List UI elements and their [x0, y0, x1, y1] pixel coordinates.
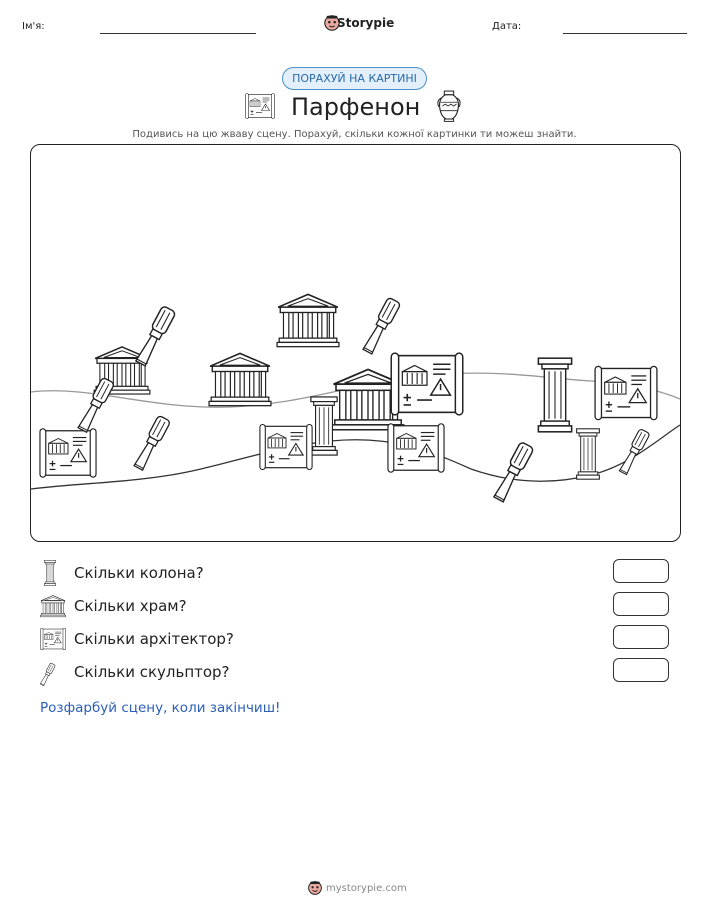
chisel-2 [360, 296, 402, 356]
chisel-icon [39, 660, 60, 688]
name-label: Ім'я: [22, 21, 45, 32]
blueprint-1 [39, 428, 97, 478]
coloring-note: Розфарбуй сцену, коли закінчиш! [40, 700, 281, 716]
blueprint-icon [40, 627, 66, 651]
name-line[interactable] [100, 33, 256, 34]
blueprint-5 [594, 365, 658, 421]
column-3 [575, 428, 601, 480]
amphora-icon [435, 90, 463, 122]
column-icon [40, 560, 60, 586]
question-sculptor: Скільки скульптор? [74, 663, 230, 681]
footer-logo-icon [307, 880, 323, 896]
question-architect: Скільки архітектор? [74, 630, 234, 648]
chisel-6 [617, 427, 651, 476]
column-2 [537, 357, 573, 433]
badge-row: ПОРАХУЙ НА КАРТИНІ [0, 67, 709, 90]
question-column: Скільки колона? [74, 564, 204, 582]
answer-box-architect[interactable] [613, 625, 669, 649]
date-line[interactable] [563, 33, 687, 34]
scene-illustration [31, 293, 680, 504]
page-title: Парфенон [291, 93, 421, 121]
footer-url[interactable]: mystorypie.com [326, 883, 407, 894]
blueprint-4 [387, 423, 445, 473]
temple-icon [40, 594, 66, 618]
chisel-4 [131, 414, 172, 472]
blueprint-2 [259, 423, 313, 471]
question-temple: Скільки храм? [74, 597, 187, 615]
blueprint-icon [245, 91, 275, 121]
temple-3 [276, 293, 340, 348]
answer-box-column[interactable] [613, 559, 669, 583]
brand-name: Storypie [337, 16, 395, 30]
temple-2 [208, 352, 272, 407]
instructions: Подивись на цю жваву сцену. Порахуй, скі… [132, 129, 577, 140]
date-label: Дата: [492, 21, 522, 32]
answer-box-sculptor[interactable] [613, 658, 669, 682]
answer-box-temple[interactable] [613, 592, 669, 616]
scene-frame [30, 144, 681, 542]
blueprint-3 [390, 352, 464, 416]
chisel-5 [491, 440, 535, 504]
chisel-1 [133, 304, 177, 368]
chisel-3 [75, 376, 116, 434]
activity-badge: ПОРАХУЙ НА КАРТИНІ [282, 67, 427, 90]
